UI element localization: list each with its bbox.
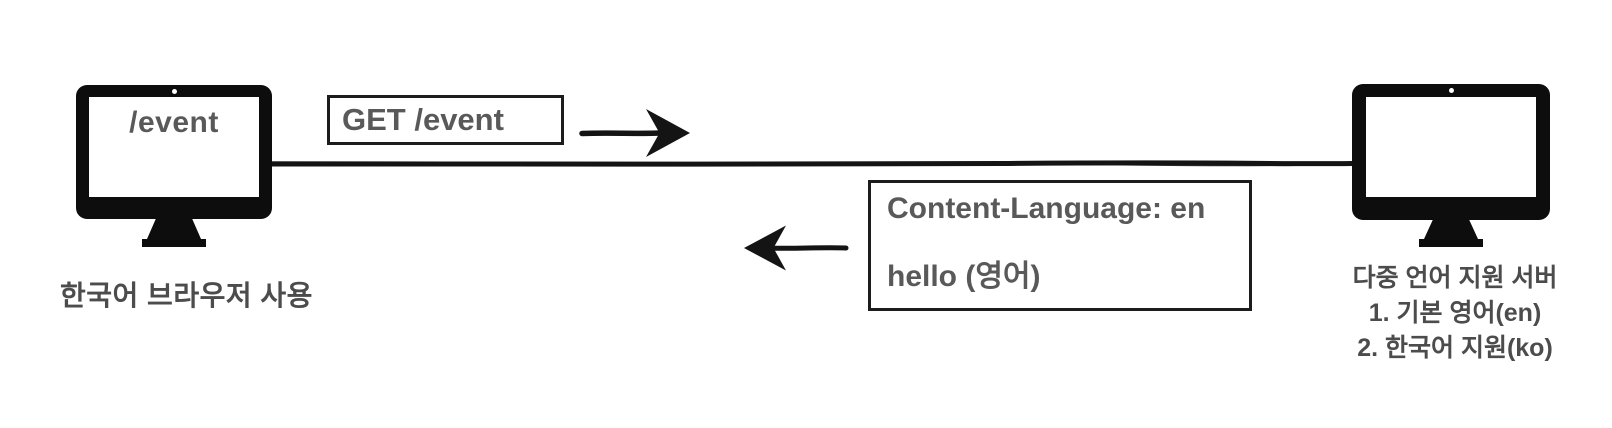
server-monitor-icon xyxy=(1352,84,1550,247)
client-monitor-screen: /event xyxy=(89,97,259,197)
request-label-box: GET /event xyxy=(327,95,564,145)
response-body-line: hello (영어) xyxy=(887,260,1041,293)
server-caption: 다중 언어 지원 서버 1. 기본 영어(en) 2. 한국어 지원(ko) xyxy=(1330,261,1580,366)
client-monitor-stand xyxy=(147,218,201,239)
server-camera-dot-icon xyxy=(1448,88,1454,93)
client-screen-label: /event xyxy=(129,106,219,139)
server-caption-line-1: 다중 언어 지원 서버 xyxy=(1352,264,1558,292)
client-monitor-icon: /event xyxy=(76,85,272,247)
response-label-box: Content-Language: en hello (영어) xyxy=(868,180,1252,311)
server-caption-line-2: 1. 기본 영어(en) xyxy=(1368,299,1542,327)
connection-line xyxy=(254,160,1355,167)
response-header-line: Content-Language: en xyxy=(887,192,1206,225)
response-arrow-icon xyxy=(744,225,849,271)
server-caption-line-3: 2. 한국어 지원(ko) xyxy=(1357,334,1553,362)
server-monitor-stand xyxy=(1424,219,1478,239)
server-monitor-base xyxy=(1419,239,1483,247)
client-camera-dot-icon xyxy=(171,89,177,94)
request-label: GET /event xyxy=(342,102,504,137)
server-monitor-screen xyxy=(1366,97,1536,197)
client-caption: 한국어 브라우저 사용 xyxy=(60,280,313,311)
request-arrow-icon xyxy=(579,109,690,157)
server-monitor-frame xyxy=(1352,84,1550,220)
client-monitor-frame: /event xyxy=(76,85,272,219)
client-monitor-base xyxy=(142,239,206,247)
